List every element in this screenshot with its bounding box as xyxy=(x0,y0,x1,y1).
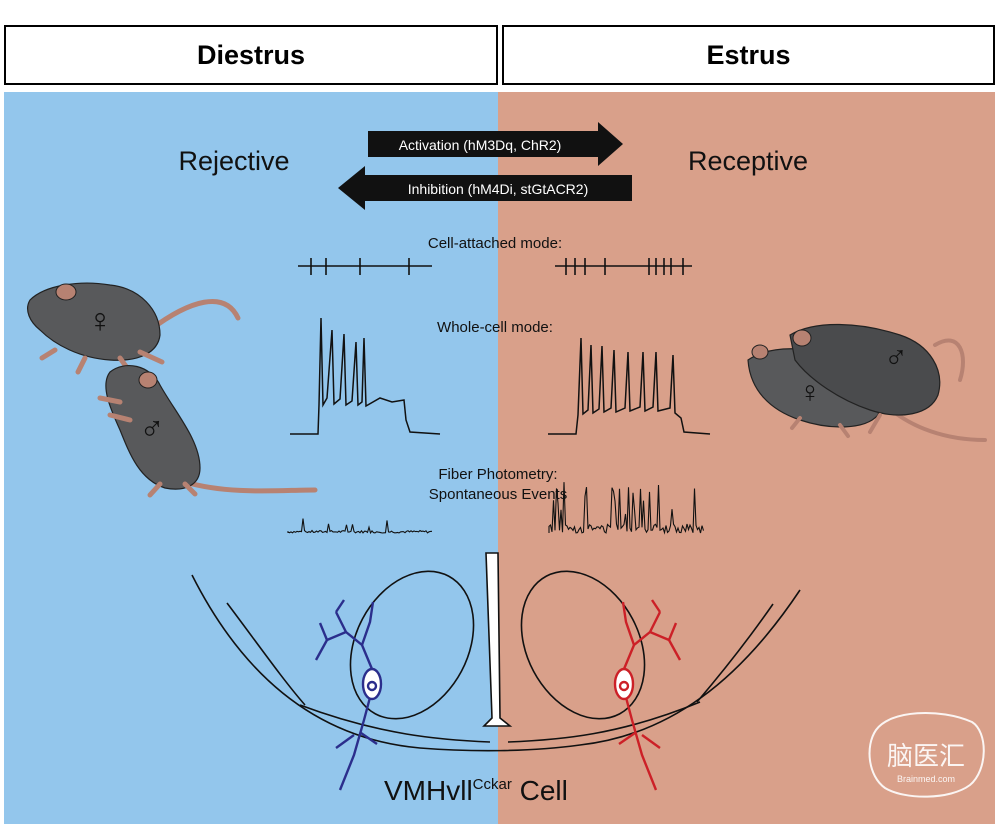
receptive-label: Receptive xyxy=(688,146,808,176)
male-symbol-icon-receptive: ♂ xyxy=(884,339,908,375)
brain-slice-outline xyxy=(191,552,801,752)
male-mouse-illustration: ♂ xyxy=(97,364,318,498)
female-symbol-icon-receptive: ♀ xyxy=(799,376,822,409)
estrus-panel xyxy=(498,92,995,824)
rejective-label: Rejective xyxy=(178,146,289,176)
inhibition-arrow: Inhibition (hM4Di, stGtACR2) xyxy=(338,166,632,210)
cell-attached-trace-diestrus xyxy=(298,258,432,275)
neuron-estrus xyxy=(613,599,682,791)
female-mouse-illustration: ♀ xyxy=(27,282,241,375)
header-diestrus-label: Diestrus xyxy=(196,39,306,70)
cell-label: VMHvllCckar Cell xyxy=(384,775,568,806)
activation-arrow-label: Activation (hM3Dq, ChR2) xyxy=(399,137,562,153)
watermark-latin: Brainmed.com xyxy=(897,774,955,784)
photometry-trace-diestrus xyxy=(287,518,433,535)
header-estrus: Estrus xyxy=(502,25,995,85)
cell-label-main: VMHvll xyxy=(384,775,473,806)
whole-cell-trace-estrus xyxy=(548,337,711,435)
header-diestrus: Diestrus xyxy=(4,25,498,85)
photometry-label-line1: Fiber Photometry: xyxy=(438,466,557,483)
cell-label-suffix: Cell xyxy=(512,775,568,806)
whole-cell-trace-diestrus xyxy=(290,317,441,435)
inhibition-arrow-label: Inhibition (hM4Di, stGtACR2) xyxy=(408,181,589,197)
whole-cell-label: Whole-cell mode: xyxy=(437,319,553,336)
photometry-trace-estrus xyxy=(548,482,705,535)
vmh-outline-left xyxy=(349,570,475,720)
mating-mice-illustration: ♀ ♂ xyxy=(747,323,987,442)
neuron-diestrus xyxy=(314,599,383,791)
photometry-label-line2: Spontaneous Events xyxy=(429,486,567,503)
cell-attached-trace-estrus xyxy=(555,258,692,275)
cell-label-superscript: Cckar xyxy=(473,776,512,793)
watermark-chinese: 脑医汇 xyxy=(887,742,965,772)
male-symbol-icon: ♂ xyxy=(139,410,165,448)
diestrus-panel xyxy=(4,92,498,824)
female-symbol-icon: ♀ xyxy=(87,302,113,340)
cell-attached-label: Cell-attached mode: xyxy=(428,235,562,252)
activation-arrow: Activation (hM3Dq, ChR2) xyxy=(368,122,623,166)
header-estrus-label: Estrus xyxy=(706,39,791,70)
vmh-outline-right xyxy=(520,570,646,720)
watermark-logo: 脑医汇 Brainmed.com xyxy=(868,712,985,798)
